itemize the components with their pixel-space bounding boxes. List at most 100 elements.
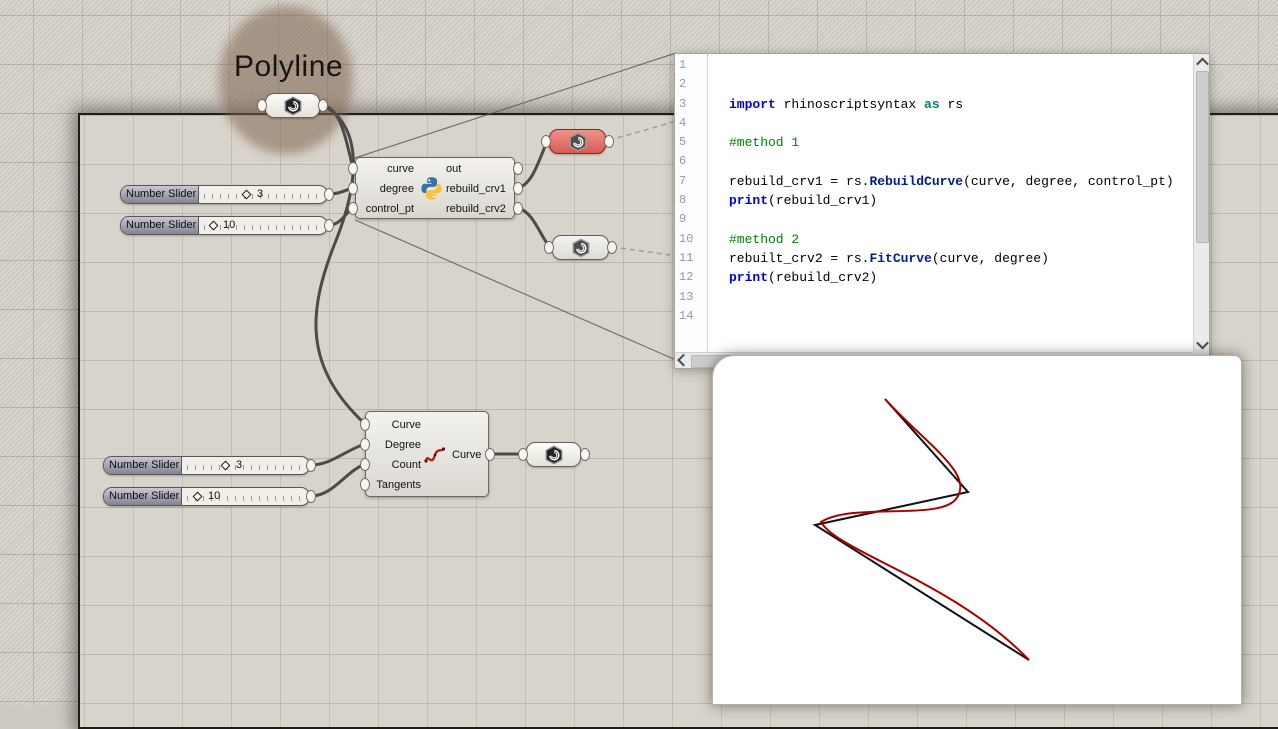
code-line[interactable]: print(rebuild_crv1): [729, 193, 878, 209]
line-number: 5: [679, 135, 687, 150]
connector-nub[interactable]: [513, 161, 523, 175]
ghpython-component[interactable]: curve degree control_pt out rebuild_crv1…: [355, 157, 515, 219]
line-number: 10: [679, 231, 694, 246]
curve-preview-viewport: [812, 398, 1030, 661]
line-number: 11: [679, 250, 694, 265]
slider-label[interactable]: Number Slider: [121, 217, 199, 234]
slider-track[interactable]: 10: [199, 217, 327, 234]
connector-nub[interactable]: [318, 98, 328, 112]
connector-nub[interactable]: [306, 489, 316, 503]
slider-ticks: [187, 465, 304, 470]
curve-param-icon: [545, 445, 562, 464]
code-line[interactable]: [729, 56, 1193, 75]
connector-nub[interactable]: [360, 457, 370, 471]
connector-nub[interactable]: [518, 447, 528, 461]
port-in-degree[interactable]: Degree: [384, 439, 421, 451]
port-out-curve[interactable]: Curve: [452, 449, 482, 461]
line-number: 9: [679, 212, 687, 227]
port-in-curve[interactable]: curve: [387, 163, 414, 175]
vertical-scroll-thumb[interactable]: [1196, 71, 1209, 243]
connector-nub[interactable]: [544, 240, 554, 254]
line-number: 3: [679, 96, 687, 111]
port-out-out[interactable]: out: [446, 163, 462, 175]
slider-label[interactable]: Number Slider: [104, 457, 182, 474]
connector-nub[interactable]: [580, 447, 590, 461]
slider-track[interactable]: 3: [182, 457, 309, 474]
connector-nub[interactable]: [324, 187, 334, 201]
rebuilt-curve-output-capsule[interactable]: [526, 442, 581, 467]
number-slider-degree-top[interactable]: Number Slider 3: [120, 185, 328, 204]
connector-nub[interactable]: [324, 218, 334, 232]
python-icon[interactable]: [418, 175, 445, 205]
line-number: 12: [679, 270, 694, 285]
connector-nub[interactable]: [348, 181, 358, 195]
slider-ticks: [204, 225, 322, 230]
connector-nub[interactable]: [513, 201, 523, 215]
port-in-degree[interactable]: degree: [379, 183, 414, 195]
editor-code-area[interactable]: import rhinoscriptsyntax as rs #method 1 r…: [709, 54, 1193, 352]
curve-param-icon: [284, 96, 301, 115]
polyline-group-label: Polyline: [234, 50, 344, 83]
code-line[interactable]: [729, 210, 1193, 229]
connector-nub[interactable]: [607, 240, 617, 254]
slider-track[interactable]: 10: [182, 488, 309, 505]
polyline-param-capsule[interactable]: [265, 93, 320, 118]
scroll-down-icon[interactable]: [1194, 336, 1210, 352]
connector-nub[interactable]: [513, 181, 523, 195]
port-in-control-pt[interactable]: control_pt: [365, 203, 414, 215]
slider-value: 10: [208, 490, 221, 502]
connector-nub[interactable]: [348, 161, 358, 175]
rebuilt-curve: [819, 398, 1030, 661]
code-line[interactable]: [729, 114, 1193, 133]
port-in-count[interactable]: Count: [391, 459, 421, 471]
line-number: 2: [679, 77, 687, 92]
slider-label[interactable]: Number Slider: [104, 488, 182, 505]
connector-nub[interactable]: [541, 134, 551, 148]
curve-param-icon: [572, 238, 589, 257]
code-line[interactable]: print(rebuild_crv2): [729, 270, 878, 286]
code-line[interactable]: import rhinoscriptsyntax as rs: [729, 96, 964, 112]
code-line[interactable]: [729, 152, 1193, 171]
code-line[interactable]: #method 1: [729, 135, 800, 151]
number-slider-count-bottom[interactable]: Number Slider 10: [103, 487, 310, 506]
scroll-left-icon[interactable]: [675, 353, 691, 369]
code-line[interactable]: rebuilt_crv2 = rs.FitCurve(curve, degree…: [729, 250, 1049, 266]
port-in-curve[interactable]: Curve: [391, 419, 421, 431]
connector-nub[interactable]: [360, 437, 370, 451]
port-out-rebuild-crv2[interactable]: rebuild_crv2: [446, 203, 506, 215]
curve-preview-window[interactable]: [712, 355, 1242, 705]
code-line[interactable]: [729, 288, 1193, 307]
number-slider-degree-bottom[interactable]: Number Slider 3: [103, 456, 310, 475]
connector-nub[interactable]: [348, 201, 358, 215]
slider-track[interactable]: 3: [199, 186, 327, 203]
line-number: 14: [679, 308, 694, 323]
slider-value: 3: [236, 459, 243, 471]
connector-nub[interactable]: [485, 447, 495, 461]
code-line[interactable]: [729, 307, 1193, 326]
connector-nub[interactable]: [604, 134, 614, 148]
scroll-up-icon[interactable]: [1194, 54, 1210, 70]
code-line[interactable]: rebuild_crv1 = rs.RebuildCurve(curve, de…: [729, 173, 1174, 189]
connector-nub[interactable]: [257, 98, 267, 112]
port-out-rebuild-crv1[interactable]: rebuild_crv1: [446, 183, 506, 195]
rebuild-curve-icon: [421, 442, 447, 471]
line-number: 4: [679, 115, 687, 130]
connector-nub[interactable]: [306, 458, 316, 472]
code-line[interactable]: [729, 75, 1193, 94]
editor-vertical-scrollbar[interactable]: [1193, 54, 1209, 352]
rebuild-crv1-capsule-error[interactable]: [549, 129, 606, 154]
curve-param-icon: [569, 132, 586, 151]
slider-ticks: [204, 194, 322, 199]
code-line[interactable]: #method 2: [729, 231, 800, 247]
number-slider-controlpt-top[interactable]: Number Slider 10: [120, 216, 328, 235]
line-number: 8: [679, 193, 687, 208]
connector-nub[interactable]: [360, 477, 370, 491]
port-in-tangents[interactable]: Tangents: [376, 479, 421, 491]
slider-label[interactable]: Number Slider: [121, 186, 199, 203]
connector-nub[interactable]: [360, 417, 370, 431]
rebuild-crv2-capsule[interactable]: [552, 235, 609, 260]
rebuild-curve-component[interactable]: Curve Degree Count Tangents Curve: [365, 411, 489, 497]
